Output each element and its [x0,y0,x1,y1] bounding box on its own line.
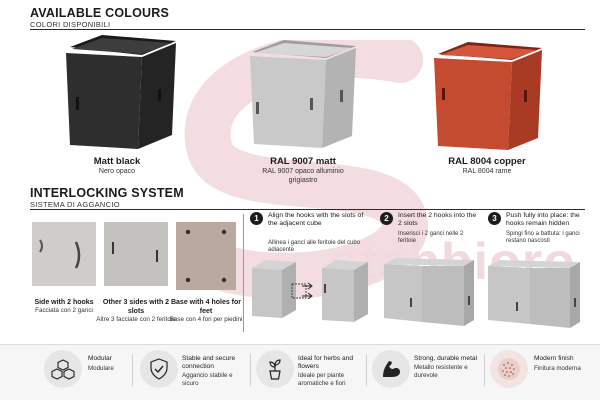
step-3-illustration [488,260,580,328]
step-2-illustration [384,258,474,326]
feature-title-stable: Stable and secure connection [182,355,236,370]
step-3-text: Push fully into place: the hooks remain … [506,212,580,227]
section-separator [243,214,244,332]
step-1-illustration [252,260,368,322]
feature-sub-modular: Modulare [88,365,114,372]
shield-check-icon [150,358,168,380]
interlocking-title: INTERLOCKING SYSTEM [30,186,184,200]
step-2-number: 2 [380,212,393,225]
feature-icon-plants [256,350,294,388]
cube-matt-black [66,35,176,149]
step-3-number: 3 [488,212,501,225]
colour-sub-ral9007: RAL 9007 opaco alluminio grigiastro [262,168,344,184]
texture-dots-icon [498,358,520,380]
hook-detail-icon [39,239,81,269]
colours-divider [30,29,585,30]
colour-name-ral9007: RAL 9007 matt [270,156,336,167]
feature-title-plants: Ideal for herbs and flowers [298,355,353,370]
feature-sub-strong: Metallo resistente e durevole [414,364,468,379]
photo-caption-2: Other 3 sides with 2 slots Altre 3 facci… [96,299,176,323]
feature-icon-stable [140,350,178,388]
feature-icon-finish [490,350,528,388]
plant-pot-icon [269,359,281,380]
step-1-number: 1 [250,212,263,225]
interlocking-subtitle: SISTEMA DI AGGANCIO [30,200,120,209]
feature-icon-strong [372,350,410,388]
cube-ral-9007 [250,40,356,148]
step-1-text: Align the hooks with the slots of the ad… [268,212,364,227]
step-3-sub: Spingi fino a battuta: i ganci restano n… [506,231,580,245]
colour-sub-black: Nero opaco [98,168,136,175]
feature-title-strong: Strong, durable metal [414,355,478,362]
step-2-text: Insert the 2 hooks into the 2 slots [398,212,477,227]
feature-title-modular: Modular [88,355,112,362]
interlocking-divider [30,209,585,210]
feature-sub-plants: Ideale per piante aromatiche e fiori [298,372,346,387]
photo-caption-1: Side with 2 hooks Facciata con 2 ganci [34,299,94,314]
colour-name-ral8004: RAL 8004 copper [448,156,526,167]
feature-sub-stable: Aggancio stabile e sicuro [182,372,233,387]
photo-side-hooks [32,222,96,286]
cube-ral-8004 [434,42,542,150]
feature-icon-modular [44,350,82,388]
photo-other-sides-slots [104,222,168,286]
feature-sub-finish: Finitura moderna [534,365,581,372]
cubes-icon [51,359,75,380]
feature-separator [250,354,251,386]
photo-base-holes [176,222,236,290]
step-2-sub: Inserisci i 2 ganci nelle 2 feritoie [398,231,464,245]
colour-sub-ral8004: RAL 8004 rame [462,168,512,175]
photo-caption-3: Base with 4 holes for feet Base con 4 fo… [169,299,243,323]
step-1-sub: Allinea i ganci alle feritoie del cubo a… [268,240,361,254]
feature-separator [366,354,367,386]
feature-separator [484,354,485,386]
strong-arm-icon [383,361,400,377]
colour-name-black: Matt black [93,156,141,167]
base-holes-icon [185,229,227,283]
slot-detail-icon [112,242,158,262]
colours-subtitle: COLORI DISPONIBILI [30,20,111,29]
feature-separator [132,354,133,386]
colours-title: AVAILABLE COLOURS [30,6,170,20]
feature-title-finish: Modern finish [534,355,574,362]
